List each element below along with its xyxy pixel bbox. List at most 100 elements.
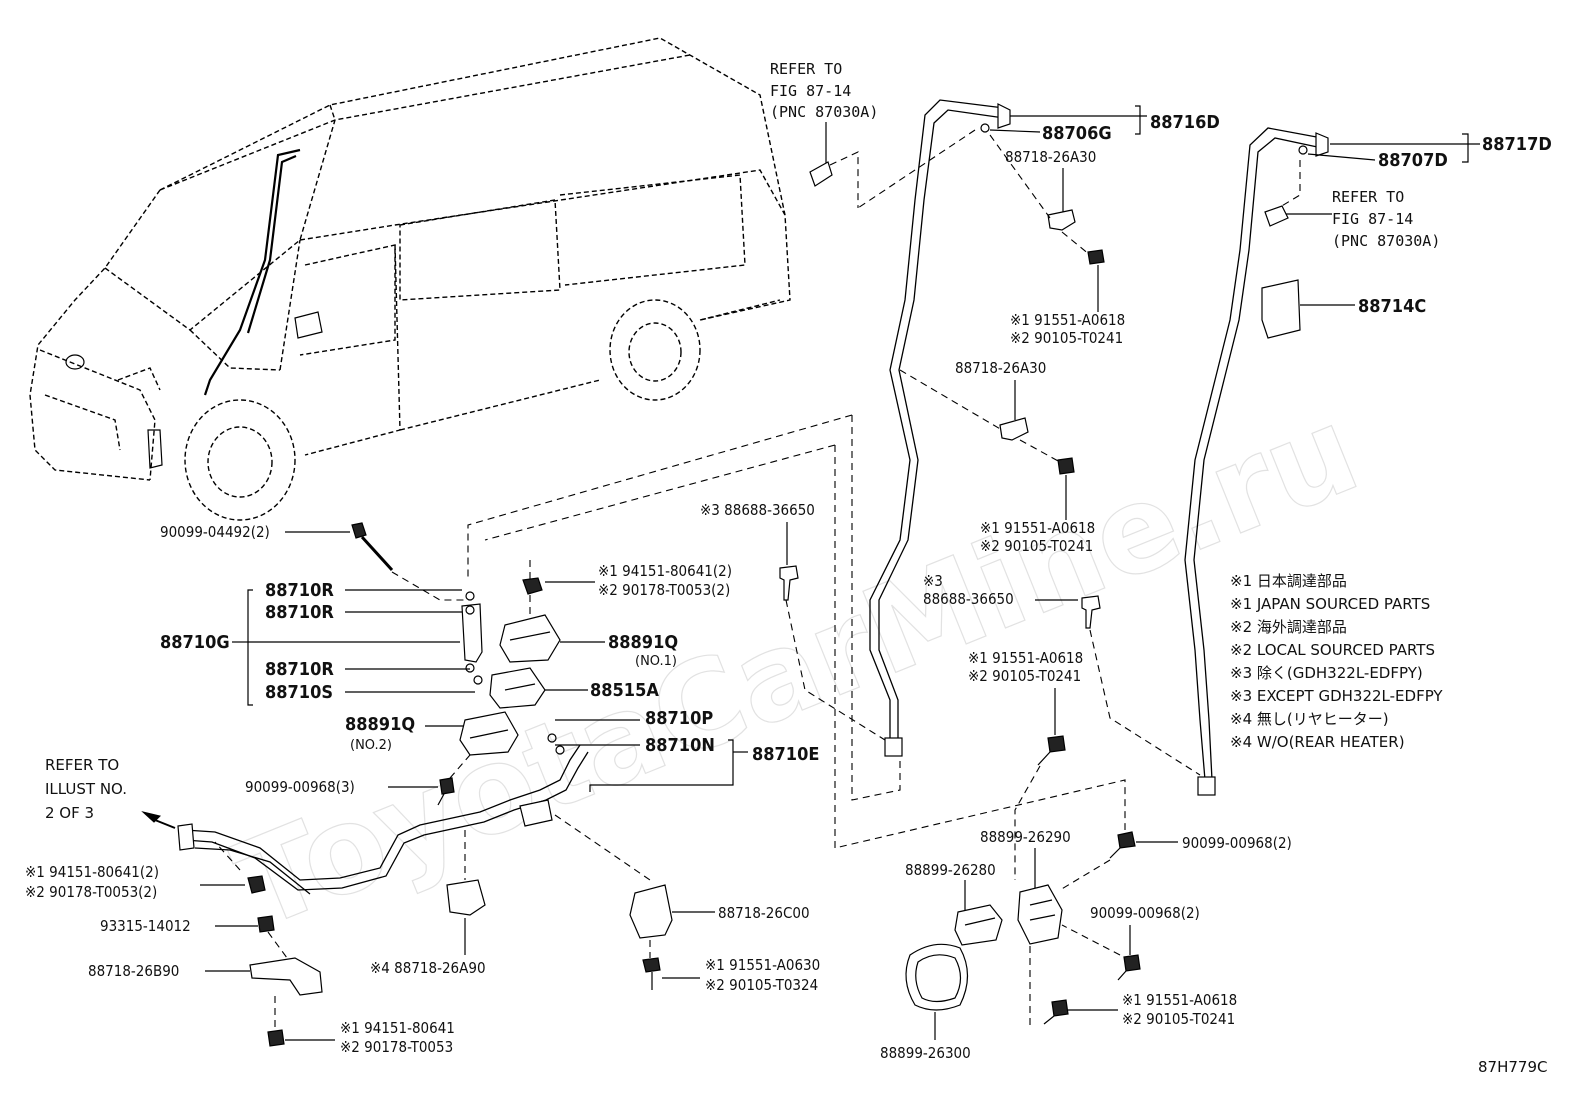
label-88688-a: ※3 88688-36650 (700, 501, 815, 519)
label-88899-26300: 88899-26300 (880, 1044, 971, 1062)
label-88706g: 88706G (1042, 123, 1112, 144)
refer-right: REFER TO FIG 87-14 (PNC 87030A) (1332, 188, 1440, 250)
label-90178-c: ※2 90178-T0053 (340, 1038, 453, 1056)
note-3-en: ※3 EXCEPT GDH322L-EDFPY (1230, 687, 1443, 705)
label-91551-c: ※1 91551-A0618 (968, 649, 1083, 667)
figure-code: 87H779C (1478, 1058, 1547, 1076)
dashed-frame (851, 415, 901, 801)
label-94151-c: ※1 94151-80641 (340, 1019, 455, 1037)
label-90099-00968-3: 90099-00968(3) (245, 778, 355, 796)
label-90105-c: ※2 90105-T0241 (968, 667, 1081, 685)
grommet-88899-26300: 88899-26300 (880, 943, 971, 1062)
label-88891q-1-sub: (NO.1) (635, 654, 677, 669)
label-93315: 93315-14012 (100, 917, 191, 935)
label-88899-26290: 88899-26290 (980, 828, 1071, 846)
refer-right-line2: FIG 87-14 (1332, 210, 1413, 228)
refer-top-line3: (PNC 87030A) (770, 103, 878, 121)
label-88710r-1: 88710R (265, 580, 334, 601)
label-88515a: 88515A (590, 680, 659, 701)
label-88710p: 88710P (645, 708, 713, 729)
label-90105-d: ※2 90105-T0241 (1122, 1010, 1235, 1028)
label-90178-a: ※2 90178-T0053(2) (598, 581, 730, 599)
label-88707d: 88707D (1378, 150, 1448, 171)
label-91551-b: ※1 91551-A0618 (980, 519, 1095, 537)
bolt-93315: 93315-14012 (100, 915, 291, 963)
clamp-88718-26a30-mid: 88718-26A30 ※1 91551-A0618 ※2 90105-T024… (899, 359, 1095, 555)
refer-top: REFER TO FIG 87-14 (PNC 87030A) (770, 60, 878, 208)
label-88899-26280: 88899-26280 (905, 861, 996, 879)
label-88891q-2: 88891Q (345, 714, 415, 735)
bracket-88718-26b90: 88718-26B90 ※1 94151-80641 ※2 90178-T005… (88, 957, 455, 1056)
label-91551-d: ※1 91551-A0618 (1122, 991, 1237, 1009)
clamp-88718-26a90: ※4 88718-26A90 (370, 830, 486, 977)
bolt-90099-00968-2a: 90099-00968(2) (1059, 831, 1292, 891)
label-88688-b-mark: ※3 (923, 572, 943, 590)
label-88710r-3: 88710R (265, 659, 334, 680)
note-2-en: ※2 LOCAL SOURCED PARTS (1230, 641, 1435, 659)
label-90105-b: ※2 90105-T0241 (980, 537, 1093, 555)
label-group-88710g: 88710R 88710R 88710G 88710R 88710S (160, 580, 483, 706)
legend-notes: ※1 日本調達部品 ※1 JAPAN SOURCED PARTS ※2 海外調達… (1230, 572, 1443, 751)
refer-left-line2: ILLUST NO. (45, 780, 127, 798)
part-88899-26280: 88899-26280 (905, 861, 1003, 946)
label-88710s: 88710S (265, 682, 333, 703)
label-90099-00968-2b: 90099-00968(2) (1090, 904, 1200, 922)
clip-88688-a: ※3 88688-36650 (700, 501, 886, 741)
refer-top-line2: FIG 87-14 (770, 82, 851, 100)
label-88718-26a30-b: 88718-26A30 (955, 359, 1046, 377)
label-88688-b: 88688-36650 (923, 590, 1014, 608)
label-91551-a0630: ※1 91551-A0630 (705, 956, 820, 974)
pipe-88717d: 88707D 88717D (1184, 127, 1552, 796)
refer-left-line3: 2 OF 3 (45, 804, 94, 822)
part-88515a: 88515A (489, 667, 659, 709)
label-88716d: 88716D (1150, 112, 1220, 133)
note-4-jp: ※4 無し(リヤヒーター) (1230, 710, 1389, 728)
label-88718-26c00: 88718-26C00 (718, 904, 810, 922)
label-91551-a: ※1 91551-A0618 (1010, 311, 1125, 329)
van-illustration (29, 37, 791, 521)
refer-top-line1: REFER TO (770, 60, 842, 78)
label-90099-00968-2a: 90099-00968(2) (1182, 834, 1292, 852)
nut-94151-a: ※1 94151-80641(2) ※2 90178-T0053(2) (522, 560, 732, 620)
refer-left: REFER TO ILLUST NO. 2 OF 3 (45, 756, 176, 829)
label-88710g: 88710G (160, 632, 230, 653)
nut-94151-b: ※1 94151-80641(2) ※2 90178-T0053(2) (25, 841, 266, 901)
label-90105-a: ※2 90105-T0241 (1010, 329, 1123, 347)
pipe-88710e (177, 744, 589, 895)
label-88710e: 88710E (752, 744, 819, 765)
refer-right-line1: REFER TO (1332, 188, 1404, 206)
bolt-90099-00968-2b: 90099-00968(2) (1061, 904, 1200, 981)
part-88714c: 88714C (1261, 279, 1426, 339)
bolt-90099-04492: 90099-04492(2) (160, 522, 470, 601)
label-88718-26a30-a: 88718-26A30 (1005, 148, 1096, 166)
label-94151-b: ※1 94151-80641(2) (25, 863, 159, 881)
label-88891q-2-sub: (NO.2) (350, 738, 392, 753)
clamp-88718-26c00: 88718-26C00 ※1 91551-A0630 ※2 90105-T032… (554, 814, 820, 994)
label-88718-26b90: 88718-26B90 (88, 962, 179, 980)
bolt-90099-00968-3: 90099-00968(3) (245, 754, 471, 806)
part-88891q-1: 88891Q (NO.1) (499, 614, 678, 669)
label-88714c: 88714C (1358, 296, 1426, 317)
pipe-88716d: 88706G 88716D (857, 99, 1220, 757)
note-2-jp: ※2 海外調達部品 (1230, 618, 1347, 636)
clamp-88718-26a30-top: 88718-26A30 ※1 91551-A0618 ※2 90105-T024… (989, 134, 1125, 347)
label-90178-b: ※2 90178-T0053(2) (25, 883, 157, 901)
label-88891q-1: 88891Q (608, 632, 678, 653)
label-88710r-2: 88710R (265, 602, 334, 623)
label-88718-26a90: ※4 88718-26A90 (370, 959, 486, 977)
note-1-en: ※1 JAPAN SOURCED PARTS (1230, 595, 1430, 613)
note-1-jp: ※1 日本調達部品 (1230, 572, 1347, 590)
label-88710n: 88710N (645, 735, 715, 756)
refer-left-line1: REFER TO (45, 756, 119, 774)
label-90099-04492: 90099-04492(2) (160, 523, 270, 541)
refer-right-line3: (PNC 87030A) (1332, 232, 1440, 250)
label-94151-a: ※1 94151-80641(2) (598, 562, 732, 580)
label-90105-t0324: ※2 90105-T0324 (705, 976, 818, 994)
clip-88688-b: ※3 88688-36650 (923, 572, 1201, 776)
note-4-en: ※4 W/O(REAR HEATER) (1230, 733, 1405, 751)
part-88891q-2: 88891Q (NO.2) (345, 711, 519, 756)
bolt-91551-c: ※1 91551-A0618 ※2 90105-T0241 (968, 649, 1083, 880)
label-88717d: 88717D (1482, 134, 1552, 155)
bolt-91551-d: ※1 91551-A0618 ※2 90105-T0241 (1029, 945, 1237, 1028)
